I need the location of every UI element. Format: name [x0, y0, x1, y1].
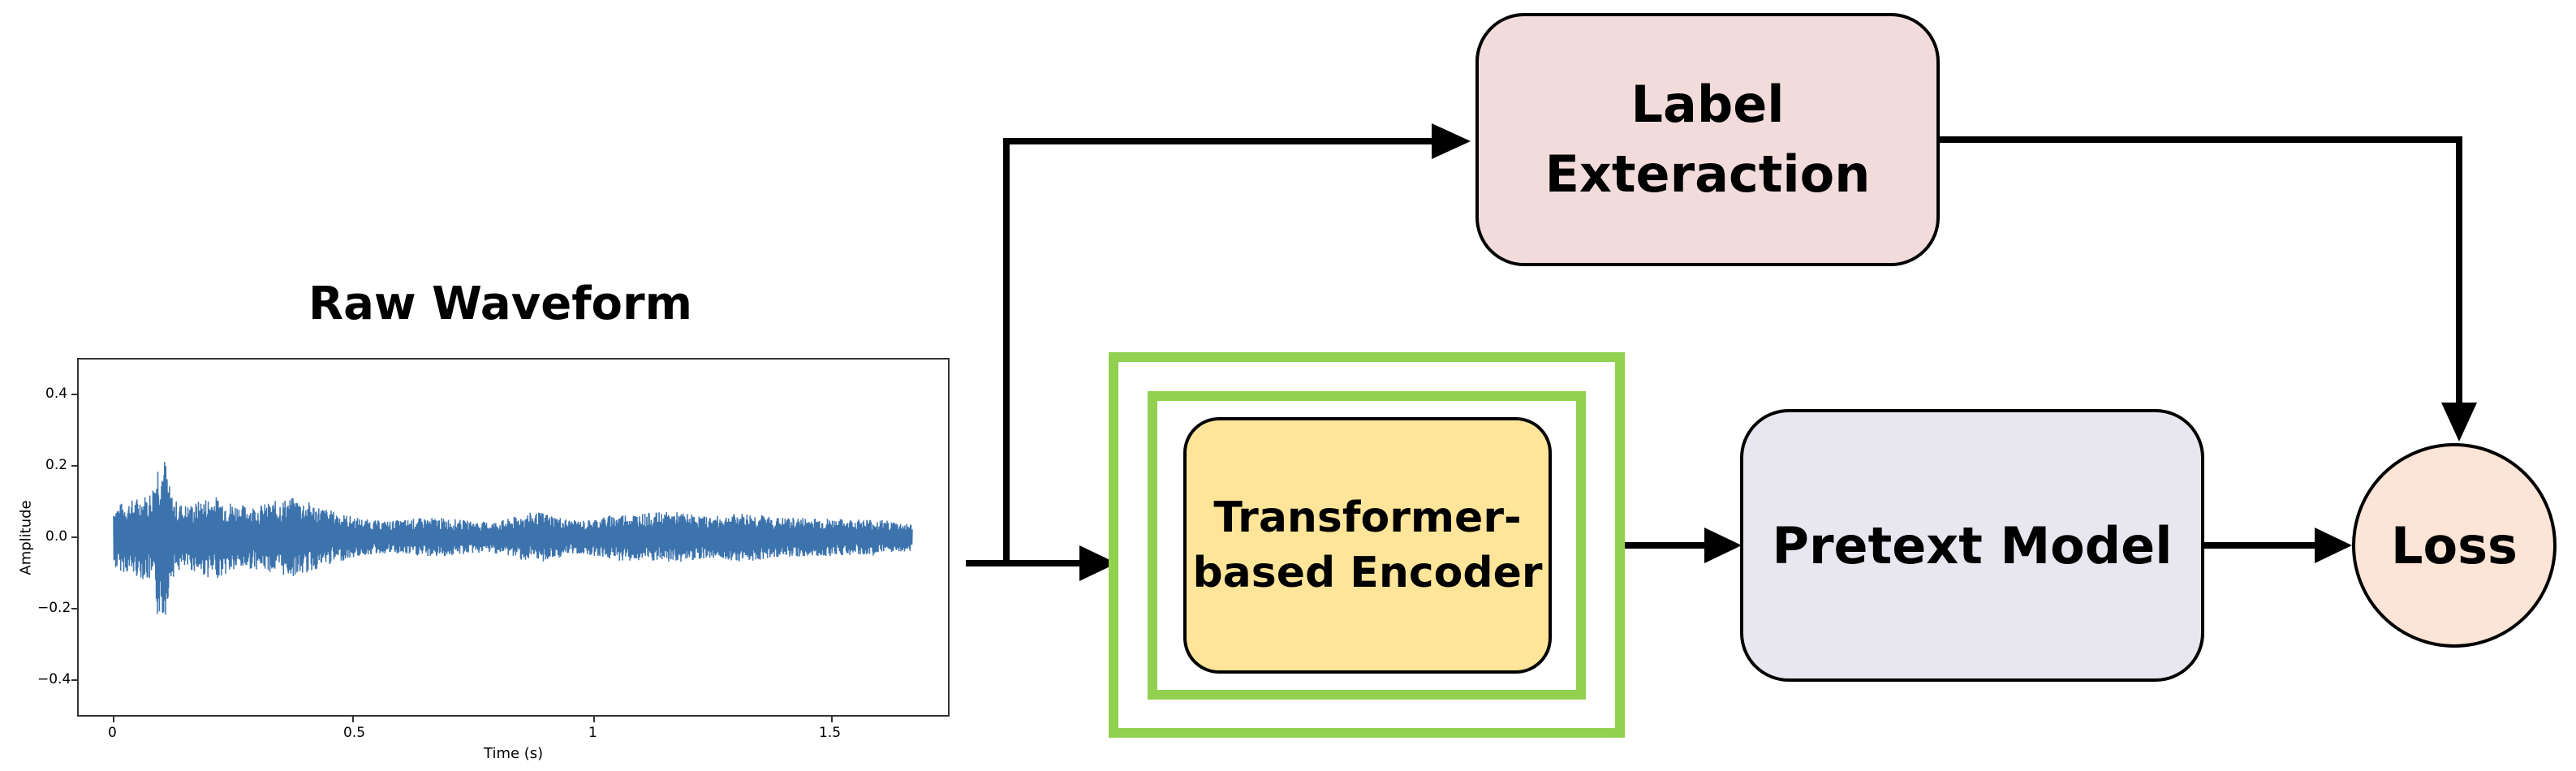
pretext-model-label: Pretext Model — [1772, 515, 2173, 575]
y-tick-label: 0.4 — [45, 386, 68, 402]
y-tick-label: −0.2 — [37, 600, 71, 616]
x-tick-label: 0 — [108, 725, 117, 741]
encoder-outer-frame — [1109, 352, 1625, 738]
arrowhead-loss — [2315, 528, 2352, 563]
encoder-inner-frame — [1148, 391, 1586, 700]
y-tick-label: 0.0 — [45, 528, 68, 545]
loss-node: Loss — [2352, 443, 2557, 648]
waveform-ylabel: Amplitude — [17, 500, 35, 575]
label-extraction-line1: Label — [1630, 75, 1785, 134]
x-tick-label: 0.5 — [343, 725, 366, 741]
arrowhead-label-loss — [2441, 403, 2477, 441]
arrow-branch-to-label — [1003, 138, 1445, 563]
waveform-signal — [113, 461, 913, 615]
pretext-model-box: Pretext Model — [1740, 409, 2204, 682]
transformer-encoder-box: Transformer- based Encoder — [1183, 417, 1552, 674]
arrowhead-pretext — [1704, 528, 1742, 563]
y-tick-label: −0.4 — [37, 671, 71, 687]
y-tick-label: 0.2 — [45, 457, 68, 473]
arrowhead-encoder — [1079, 545, 1117, 581]
label-extraction-box: Label Exteraction — [1475, 13, 1940, 266]
arrow-label-to-loss — [1940, 136, 2462, 406]
arrowhead-label — [1432, 123, 1471, 159]
waveform-xlabel: Time (s) — [484, 745, 544, 762]
x-tick-label: 1 — [588, 725, 597, 741]
encoder-line1: Transformer- — [1213, 493, 1522, 542]
loss-label: Loss — [2391, 515, 2518, 575]
x-tick-label: 1.5 — [819, 725, 842, 741]
waveform-title: Raw Waveform — [308, 278, 692, 330]
waveform-ticks — [71, 394, 833, 722]
label-extraction-line2: Exteraction — [1544, 144, 1871, 204]
waveform-plot — [71, 358, 950, 722]
encoder-line2: based Encoder — [1192, 549, 1543, 597]
